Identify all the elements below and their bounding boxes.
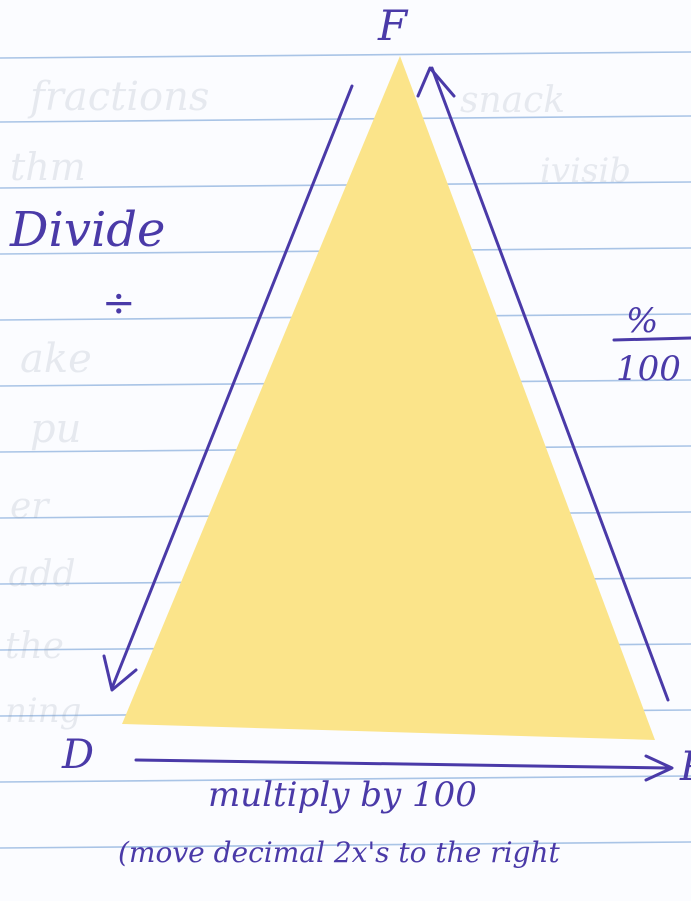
vertex-label-right: P [679,744,691,790]
arrow-p-to-f [416,66,670,702]
bleed-through-writing: fractions snack thm ivisib ake pu er add… [5,74,631,731]
arrow-d-to-p [134,754,674,782]
percent-denominator: 100 [616,349,681,389]
yellow-triangle [122,56,655,740]
arrow-f-to-d [102,84,354,692]
percent-over-100: % 100 [612,301,691,389]
svg-text:the: the [5,626,64,667]
vertex-label-left: D [61,732,94,778]
divide-label: Divide [9,202,165,258]
svg-text:ake: ake [20,336,92,382]
svg-text:ning: ning [5,691,81,731]
decimal-note: (move decimal 2x's to the right [118,836,560,869]
svg-text:thm: thm [10,145,86,189]
svg-text:er: er [10,486,50,527]
svg-text:ivisib: ivisib [540,151,631,191]
divide-symbol: ÷ [102,280,136,326]
vertex-label-top: F [377,1,409,50]
svg-text:pu: pu [30,406,81,452]
svg-text:fractions: fractions [27,74,209,120]
svg-text:snack: snack [460,80,565,121]
percent-numerator: % [626,301,658,341]
multiply-label: multiply by 100 [208,775,477,815]
svg-text:add: add [8,554,76,595]
